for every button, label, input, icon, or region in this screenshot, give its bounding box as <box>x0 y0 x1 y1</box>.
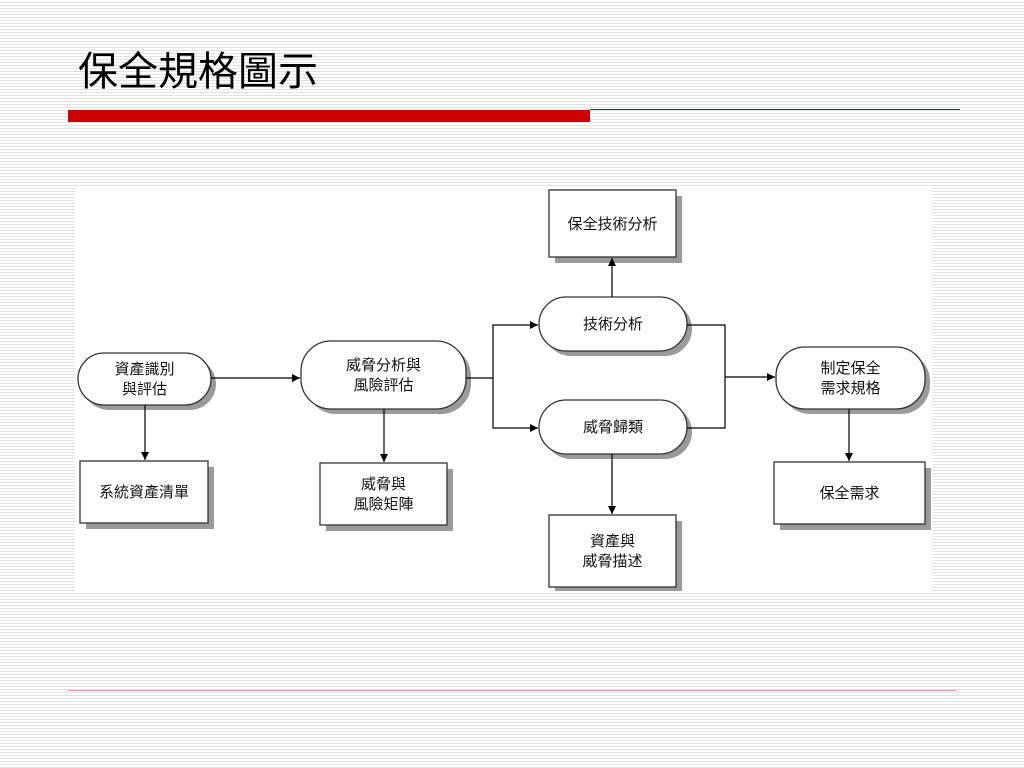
title-underline-rule <box>590 109 960 110</box>
box-threat-risk-matrix <box>319 462 448 526</box>
label-security-tech-analysis: 保全技術分析 <box>567 214 658 233</box>
box-system-asset-list <box>79 460 209 524</box>
box-security-requirements <box>773 461 926 525</box>
title-underline-bar <box>68 110 590 122</box>
label-tech-analysis: 技術分析 <box>582 315 643 333</box>
arrow-split-to-threat-classification <box>492 378 538 432</box>
label-system-asset-list: 系統資產清單 <box>98 483 189 501</box>
diagram-panel: 資產識別 與評估 系統資產清單 威脅分析與 風險評估 威脅與 風險矩陣 保全技術… <box>75 186 932 591</box>
label-asset-identification: 資產識別 與評估 <box>114 360 175 398</box>
node-threat-classification <box>538 399 688 455</box>
slide-title: 保全規格圖示 <box>78 49 318 95</box>
box-security-tech-analysis <box>548 189 677 258</box>
footer-rule <box>68 690 956 691</box>
box-asset-threat-description <box>548 514 677 588</box>
label-asset-threat-description: 資產與 威脅描述 <box>582 532 643 570</box>
node-tech-analysis <box>538 296 688 352</box>
diagram-graphics <box>77 189 931 591</box>
node-define-security-requirements <box>775 346 926 410</box>
label-security-requirements: 保全需求 <box>819 484 880 502</box>
connector-tech-analysis-merge <box>687 324 726 429</box>
arrow-split-to-tech-analysis <box>492 321 538 378</box>
label-define-security-requirements: 制定保全 需求規格 <box>820 359 881 397</box>
label-threat-classification: 威脅歸類 <box>582 418 643 436</box>
label-threat-risk-analysis: 威脅分析與 風險評估 <box>345 356 421 394</box>
label-threat-risk-matrix: 威脅與 風險矩陣 <box>353 475 414 513</box>
